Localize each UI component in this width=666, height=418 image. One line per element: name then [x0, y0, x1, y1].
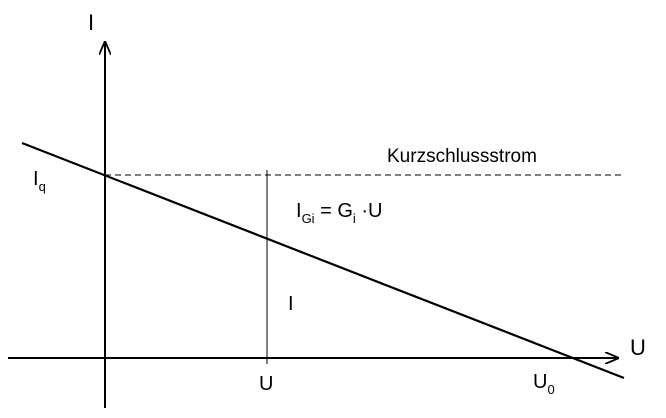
formula-i: I	[296, 200, 302, 222]
formula-equals-g: = G	[315, 200, 353, 222]
u-tick-label: U	[259, 373, 273, 395]
u0-label-sub: 0	[547, 382, 554, 397]
load-line	[21, 141, 625, 380]
current-formula: IGi = Gi ·U	[296, 200, 382, 226]
y-axis-label: I	[88, 10, 94, 35]
iq-label-sub: q	[39, 179, 46, 194]
formula-i-sub: Gi	[302, 211, 315, 226]
iq-label: Iq	[33, 168, 46, 194]
u0-label: U0	[533, 371, 555, 397]
formula-g-sub: i	[353, 211, 356, 226]
u0-label-main: U	[533, 371, 547, 393]
x-axis-label: U	[630, 335, 646, 360]
current-mark-label: I	[288, 293, 294, 315]
iq-label-main: I	[33, 168, 39, 190]
formula-rest: ·U	[356, 200, 383, 222]
short-circuit-label: Kurzschlussstrom	[387, 146, 537, 167]
